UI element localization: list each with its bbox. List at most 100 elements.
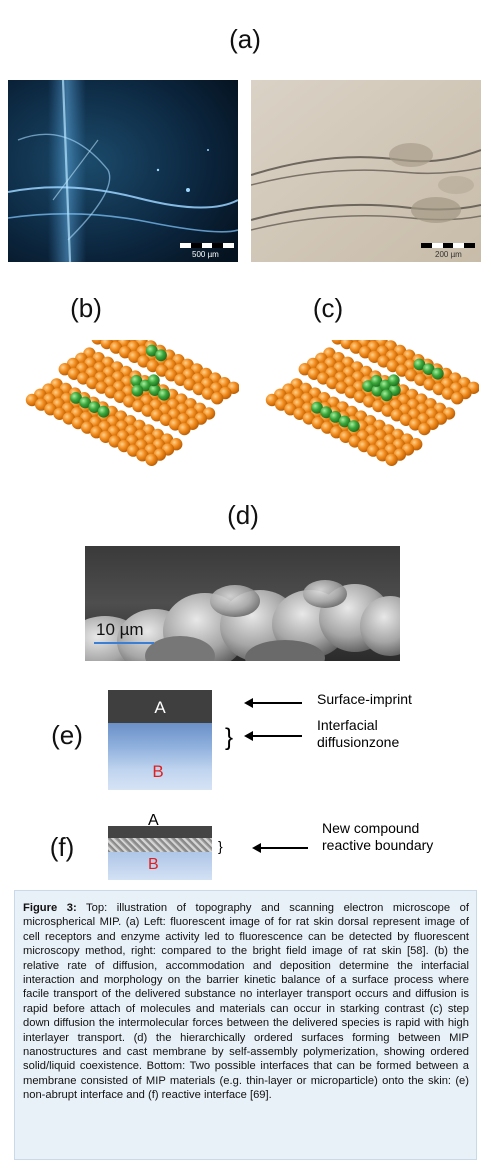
sem-scale-label: 10 µm xyxy=(96,620,144,639)
adsorbate-sphere xyxy=(431,367,444,380)
substrate-sphere xyxy=(71,416,85,430)
substrate-sphere xyxy=(77,372,90,385)
substrate-sphere xyxy=(399,413,413,426)
reactive-boundary-f xyxy=(108,838,212,852)
substrate-sphere xyxy=(307,367,321,380)
substrate-sphere xyxy=(145,453,158,466)
interface-diagram-e: A B xyxy=(108,690,212,790)
panel-label-f: (f) xyxy=(49,832,75,862)
sem-scale-bar xyxy=(94,642,154,644)
substrate-sphere xyxy=(90,426,103,439)
substrate-sphere xyxy=(284,403,297,416)
substrate-sphere xyxy=(53,407,66,420)
diffusion-model-b xyxy=(25,340,239,466)
substrate-sphere xyxy=(91,340,104,345)
adsorbate-sphere xyxy=(70,392,82,404)
adsorbate-sphere xyxy=(158,388,170,401)
substrate-sphere xyxy=(117,439,131,453)
substrate-sphere xyxy=(390,409,403,422)
substrate-sphere xyxy=(150,409,163,422)
substrate-sphere xyxy=(418,422,431,436)
figure-caption: Figure 3: Top: illustration of topograph… xyxy=(23,901,469,1103)
adsorbate-sphere xyxy=(79,396,92,409)
substrate-sphere xyxy=(104,386,118,399)
label-reactive-boundary: reactive boundary xyxy=(322,837,434,853)
layer-a-f-label: A xyxy=(148,812,159,829)
substrate-sphere xyxy=(136,449,149,462)
substrate-sphere xyxy=(183,378,196,391)
adsorbate-sphere xyxy=(145,344,158,357)
adsorbate-sphere xyxy=(422,363,435,375)
substrate-sphere xyxy=(211,392,224,405)
substrate-sphere xyxy=(127,444,140,457)
bracket-e: } xyxy=(225,724,234,751)
substrate-sphere xyxy=(67,367,81,380)
bracket-f: } xyxy=(218,838,223,854)
substrate-sphere xyxy=(58,363,71,376)
substrate-sphere xyxy=(353,390,367,403)
adsorbate-sphere xyxy=(97,405,110,418)
substrate-sphere xyxy=(335,381,348,394)
adsorbate-sphere xyxy=(347,420,360,432)
adsorbate-sphere xyxy=(380,389,393,402)
substrate-sphere xyxy=(451,392,464,405)
adsorbate-sphere xyxy=(370,375,383,387)
substrate-sphere xyxy=(414,373,427,386)
fluorescent-scale-bar xyxy=(180,243,234,248)
substrate-sphere xyxy=(409,418,422,431)
substrate-sphere xyxy=(109,341,123,354)
substrate-sphere xyxy=(372,399,385,413)
substrate-sphere xyxy=(302,412,315,425)
arrow-interfacial-line xyxy=(250,735,302,737)
brightfield-scale-bar xyxy=(421,243,475,248)
substrate-sphere xyxy=(108,435,122,448)
sem-image-graphic xyxy=(85,546,400,661)
figure-caption-box: Figure 3: Top: illustration of topograph… xyxy=(14,890,477,1160)
substrate-sphere xyxy=(174,373,187,386)
layer-b-f-label: B xyxy=(148,856,159,873)
brightfield-scale-label: 200 µm xyxy=(435,250,462,259)
layer-b-f xyxy=(108,852,212,880)
arrow-surface-head xyxy=(244,698,253,708)
substrate-sphere xyxy=(62,412,75,425)
substrate-sphere xyxy=(113,390,127,403)
substrate-sphere xyxy=(357,439,371,453)
substrate-sphere xyxy=(381,404,394,417)
panel-label-d: (d) xyxy=(227,500,259,530)
fluorescent-image-graphic xyxy=(8,80,238,262)
substrate-sphere xyxy=(432,382,445,396)
substrate-sphere xyxy=(330,426,343,439)
substrate-sphere xyxy=(159,413,173,426)
substrate-sphere xyxy=(344,386,357,399)
adsorbate-sphere xyxy=(130,375,143,387)
substrate-sphere xyxy=(349,341,363,354)
substrate-sphere xyxy=(441,387,455,400)
label-interfacial-1: Interfacial xyxy=(317,717,378,733)
adsorbate-sphere xyxy=(88,401,101,413)
substrate-sphere xyxy=(348,435,361,448)
substrate-sphere xyxy=(35,398,48,411)
panel-label-a: (a) xyxy=(229,24,261,54)
substrate-sphere xyxy=(395,364,409,377)
figure-label: Figure 3: xyxy=(23,902,77,914)
substrate-sphere xyxy=(363,395,376,408)
substrate-sphere xyxy=(141,404,154,417)
adsorbate-sphere xyxy=(147,374,160,387)
substrate-sphere xyxy=(317,372,330,385)
substrate-sphere xyxy=(44,403,57,416)
substrate-sphere xyxy=(81,421,94,434)
substrate-sphere xyxy=(146,359,159,373)
substrate-sphere xyxy=(405,369,418,382)
arrow-reactive-head xyxy=(252,843,261,853)
substrate-sphere xyxy=(275,398,288,411)
layer-a-f xyxy=(108,826,212,838)
substrate-sphere xyxy=(86,376,99,390)
panel-label-b: (b) xyxy=(70,293,102,323)
substrate-sphere xyxy=(99,430,112,443)
arrow-surface-line xyxy=(250,702,302,704)
layer-a-e-label: A xyxy=(154,698,166,717)
substrate-sphere xyxy=(192,382,205,396)
substrate-sphere xyxy=(321,421,334,434)
substrate-sphere xyxy=(25,393,39,407)
substrate-sphere xyxy=(311,416,325,430)
